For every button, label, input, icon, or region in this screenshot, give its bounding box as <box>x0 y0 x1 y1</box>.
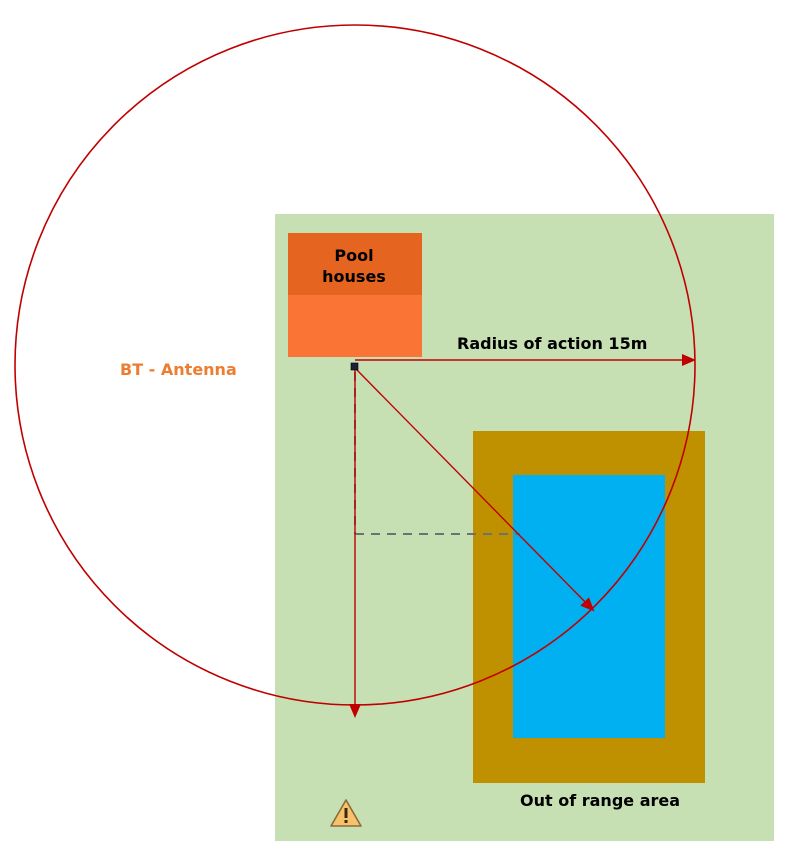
out-of-range-label: Out of range area <box>520 791 680 810</box>
pool-houses-roof <box>288 233 422 295</box>
radius-label: Radius of action 15m <box>457 334 647 353</box>
antenna-label: BT - Antenna <box>120 360 237 379</box>
warning-icon <box>330 799 362 827</box>
pool-houses-label-line1: Pool <box>334 246 373 265</box>
pool-houses-label-line2: houses <box>322 267 386 286</box>
antenna-point-icon <box>350 362 359 371</box>
radius-arrow-diagonal <box>354 367 595 612</box>
pool-houses: Pool houses <box>288 233 422 357</box>
pool-houses-body <box>288 295 422 357</box>
